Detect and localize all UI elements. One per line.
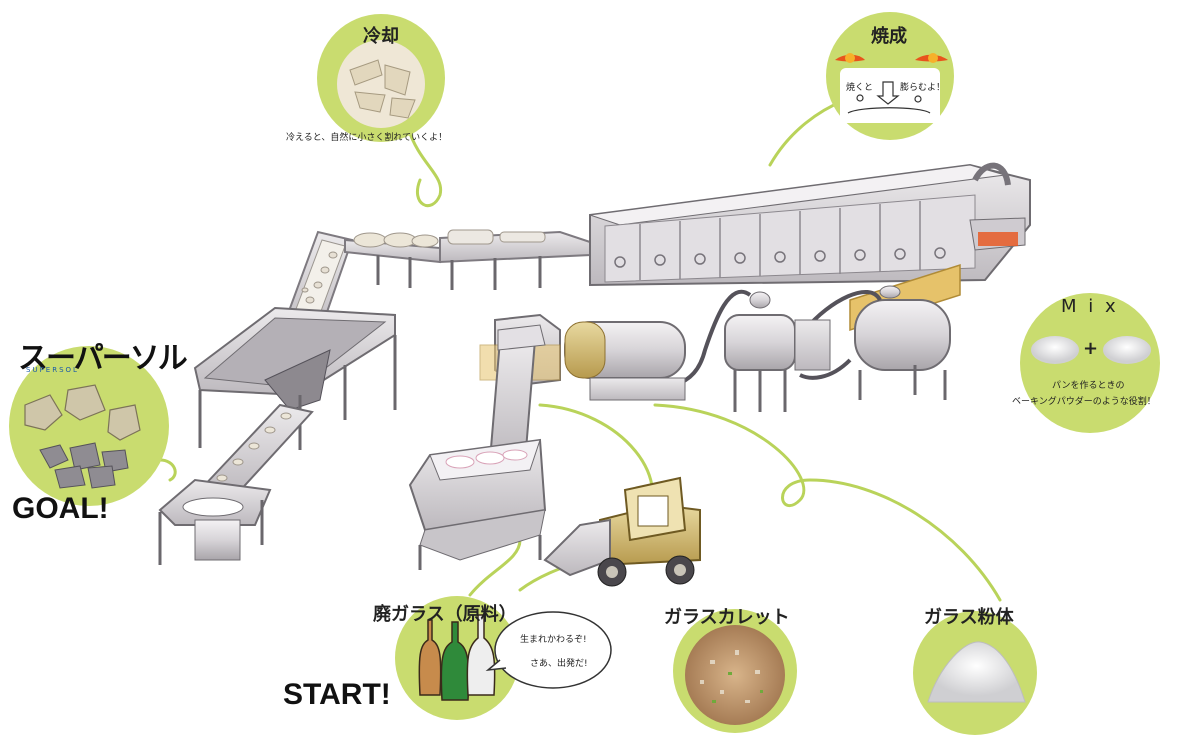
mixing-line xyxy=(479,263,961,412)
mix-plus: + xyxy=(1083,338,1099,359)
powder-title: ガラス粉体 xyxy=(924,607,1014,628)
cooling-caption: 冷えると、自然に小さく割れていくよ！ xyxy=(286,133,448,143)
mix-title: M i x xyxy=(1061,296,1119,317)
goal-label: GOAL! xyxy=(12,492,109,525)
cullet-title: ガラスカレット xyxy=(664,607,790,628)
firing-left-text: 焼くと xyxy=(846,83,874,93)
brand-logo: スーパーソル xyxy=(18,342,188,375)
powder-circle xyxy=(913,611,1037,735)
mix-circle xyxy=(1020,293,1160,433)
firing-title: 焼成 xyxy=(871,26,907,47)
furnace xyxy=(589,162,1031,287)
cullet-circle xyxy=(673,609,797,733)
raw-glass-circle xyxy=(395,596,612,720)
mix-caption-line1: パンを作るときの xyxy=(1052,381,1125,391)
firing-circle xyxy=(826,12,954,140)
start-label: START! xyxy=(283,678,391,711)
firing-right-text: 膨らむよ！ xyxy=(900,83,946,93)
hopper xyxy=(193,306,397,450)
upper-conveyor xyxy=(280,229,591,340)
raw-bubble-line2: さあ、出発だ! xyxy=(530,659,588,669)
loader xyxy=(543,476,701,587)
raw-bin xyxy=(408,438,547,570)
goal-circle xyxy=(9,346,169,506)
cooling-circle xyxy=(317,14,445,142)
raw-title: 廃ガラス（原料） xyxy=(373,604,517,625)
brand-sub: SUPERSOL xyxy=(26,366,79,374)
lower-conveyor xyxy=(158,403,314,565)
raw-conveyor xyxy=(488,324,546,464)
cooling-title: 冷却 xyxy=(363,26,399,47)
mix-caption-line2: ベーキングパウダーのような役割！ xyxy=(1012,397,1156,407)
raw-bubble-line1: 生まれかわるぞ! xyxy=(520,635,587,645)
